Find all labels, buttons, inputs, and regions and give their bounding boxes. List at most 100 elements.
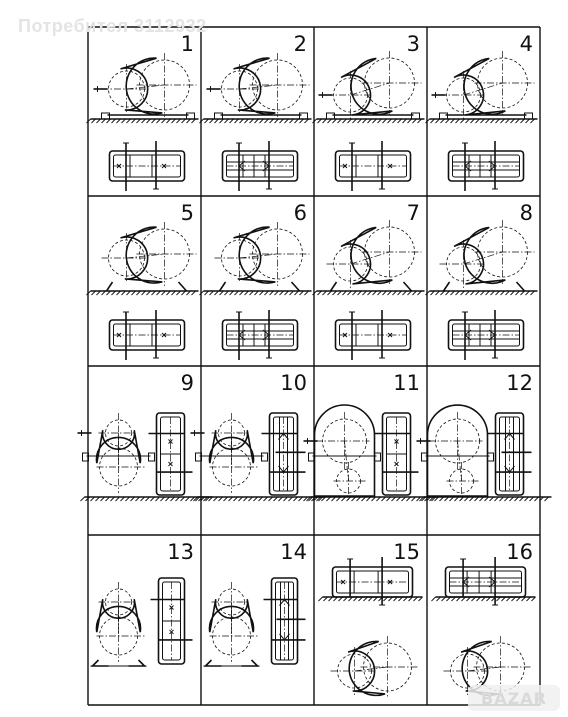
cell-number: 16: [506, 540, 533, 564]
ground-line-hatch: [165, 496, 170, 502]
ground-line-hatch: [171, 290, 176, 296]
housing-outline: [340, 226, 393, 285]
ground-line-hatch: [530, 118, 535, 124]
ground-line-hatch: [460, 118, 465, 124]
bearing-mark: [116, 163, 122, 169]
mount-plane-hatch: [471, 596, 476, 602]
ground-line-hatch: [430, 118, 435, 124]
mount-plane-hatch: [476, 596, 481, 602]
base-legs: [442, 281, 526, 292]
ground-line-hatch: [327, 118, 332, 124]
bearing-mark: [340, 579, 346, 585]
ground-line-hatch: [156, 118, 161, 124]
bearing-mark: [169, 605, 174, 610]
ground-line-hatch: [278, 496, 283, 502]
ground-line-hatch: [504, 496, 509, 502]
mount-plane-hatch: [496, 596, 501, 602]
mount-plane-hatch: [486, 596, 491, 602]
ground-line-hatch: [161, 290, 166, 296]
ground-line-hatch: [284, 290, 289, 296]
ground-line-hatch: [155, 496, 160, 502]
ground-line-hatch: [480, 118, 485, 124]
ground-line-hatch: [495, 290, 500, 296]
ground-line-hatch: [412, 290, 417, 296]
ground-line-hatch: [450, 290, 455, 296]
housing-plan-outer: [334, 150, 412, 182]
gear-small-circle: [218, 588, 245, 616]
housing-plan-outer: [494, 412, 525, 496]
ground-line-hatch: [218, 496, 223, 502]
ground-line-hatch: [253, 496, 258, 502]
layout-cell-5: 5: [86, 201, 199, 360]
ground-line-hatch: [233, 496, 238, 502]
mount-plane-hatch: [383, 596, 388, 602]
cell-number: 1: [181, 32, 194, 56]
ground-line-hatch: [316, 496, 321, 502]
gear-small-circle: [105, 588, 132, 616]
ground-line-hatch: [382, 290, 387, 296]
ground-line-hatch: [357, 290, 362, 296]
mount-plane-hatch: [393, 596, 398, 602]
bearing-mark: [342, 332, 348, 338]
ground-line-hatch: [356, 496, 361, 502]
ground-line-hatch: [185, 496, 190, 502]
herringbone-mark: [278, 433, 289, 473]
ground-line-hatch: [515, 290, 520, 296]
foot-right: [186, 112, 195, 120]
ground-line-hatch: [417, 118, 422, 124]
ground-line-hatch: [248, 496, 253, 502]
ground-line-hatch: [151, 290, 156, 296]
cell-number: 5: [181, 201, 194, 225]
ground-line-hatch: [391, 496, 396, 502]
ground-line-hatch: [263, 496, 268, 502]
ground-line-hatch: [91, 118, 96, 124]
ground-line-hatch: [382, 118, 387, 124]
ground-line-hatch: [293, 496, 298, 502]
housing-plan-outer: [447, 319, 525, 351]
ground-line-hatch: [460, 290, 465, 296]
ground-line-hatch: [249, 290, 254, 296]
ground-line-hatch: [402, 290, 407, 296]
ground-line-hatch: [80, 496, 85, 502]
lug-right: [261, 452, 268, 462]
ground-line-hatch: [244, 290, 249, 296]
ground-line-hatch: [455, 290, 460, 296]
cell-number: 9: [181, 371, 194, 395]
mount-plane-hatch: [431, 596, 436, 602]
ground-line-hatch: [191, 118, 196, 124]
mount-plane-hatch: [466, 596, 471, 602]
layout-cell-1: 1: [86, 32, 199, 191]
housing-outline: [95, 430, 142, 464]
ground-line-hatch: [96, 290, 101, 296]
housing-outline: [95, 599, 142, 633]
ground-line-hatch: [377, 290, 382, 296]
ground-line-hatch: [367, 290, 372, 296]
ground-line-hatch: [101, 290, 106, 296]
cell-number: 14: [280, 540, 307, 564]
layout-cell-6: 6: [199, 201, 312, 360]
ground-line-hatch: [106, 118, 111, 124]
housing-plan-inner: [449, 570, 522, 594]
lug-right: [374, 452, 381, 462]
ground-line-hatch: [229, 118, 234, 124]
axis-line: [354, 666, 388, 672]
ground-line-hatch: [224, 118, 229, 124]
ground-line-hatch: [259, 118, 264, 124]
ground-line-hatch: [110, 496, 115, 502]
lug-right: [487, 452, 494, 462]
ground-line-hatch: [141, 290, 146, 296]
ground-line-hatch: [357, 118, 362, 124]
ground-line-hatch: [435, 290, 440, 296]
lug-right: [148, 452, 155, 462]
axis-line: [239, 84, 278, 90]
bearing-mark: [168, 439, 173, 444]
ground-line-hatch: [274, 290, 279, 296]
ground-line-hatch: [381, 496, 386, 502]
ground-line-hatch: [337, 118, 342, 124]
ground-line-hatch: [283, 496, 288, 502]
ground-line-hatch: [229, 290, 234, 296]
ground-line-hatch: [288, 496, 293, 502]
ground-line-hatch: [111, 118, 116, 124]
grid-frame: [87, 26, 541, 706]
